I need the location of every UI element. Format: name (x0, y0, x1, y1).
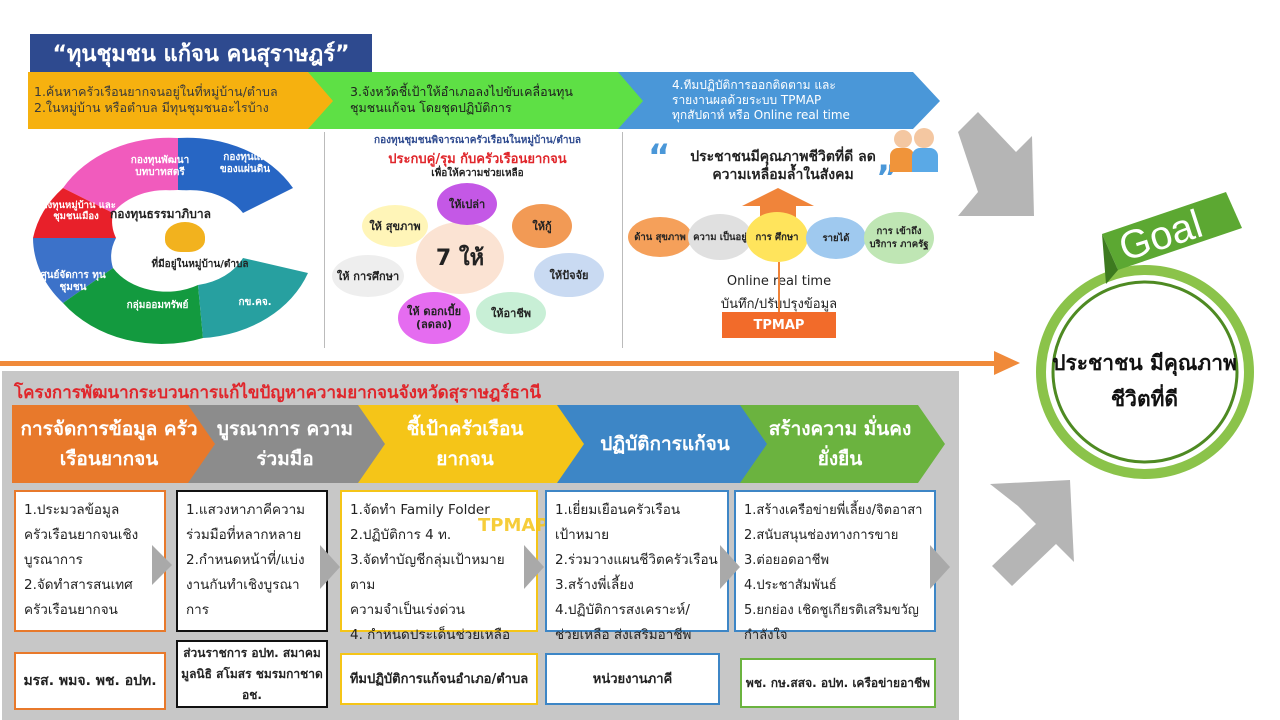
bottom-agencies-5: พช. กษ.สสจ. อปท. เครือข่ายอาชีพ (740, 658, 936, 708)
divider-2 (622, 132, 623, 348)
chevron-sustain: สร้างความ มั่นคง ยั่งยืน (768, 418, 912, 470)
segment-savings-group: กลุ่มออมทรัพย์ (126, 300, 189, 311)
chevron-integration: บูรณาการ ความร่วมมือ (216, 418, 354, 470)
segment-village-fund: กองทุนหมู่บ้าน และชุมชนเมือง (36, 200, 116, 222)
timeline-arrow-line (0, 361, 1000, 366)
bottom-agencies-3: ทีมปฏิบัติการแก้จนอำเภอ/ตำบล (340, 653, 538, 705)
chevron-target: ชี้เป้าครัวเรือน ยากจน (406, 418, 524, 470)
segment-mother-fund: กองทุนแม่ ของแผ่นดิน (219, 152, 271, 175)
grey-arrow-down-right-icon (958, 112, 1034, 216)
card-arrow-1-icon (152, 545, 172, 585)
step1-text: 1.ค้นหาครัวเรือนยากจนอยู่ในที่หมู่บ้าน/ต… (34, 84, 278, 115)
seven-health: ให้ สุขภาพ (362, 205, 428, 247)
seven-head3: เพื่อให้ความช่วยเหลือ (431, 168, 524, 179)
card-arrow-3-icon (524, 545, 544, 589)
goal-emblem (1036, 192, 1254, 479)
seven-head2: ประกบคู่/รุม กับครัวเรือนยากจน (388, 152, 567, 167)
wheel-center-title: กองทุนธรรมาภิบาล (110, 207, 211, 221)
top-steps-arrows (28, 72, 940, 129)
bottom-agencies-4: หน่วยงานภาคี (545, 653, 720, 705)
family-icon (890, 126, 940, 174)
dim-education: การ ศึกษา (746, 212, 808, 262)
project-title: โครงการพัฒนากระบวนการแก้ไขปัญหาความยากจน… (14, 383, 542, 403)
card-data-mgmt: 1.ประมวลข้อมูลครัวเรือนยากจนเชิงบูรณาการ… (14, 490, 166, 632)
tpmap-watermark: TPMAP (478, 515, 549, 536)
card-arrow-4-icon (720, 545, 740, 589)
segment-kkkj: กข.คจ. (238, 297, 272, 308)
dim-income: รายได้ (806, 217, 866, 259)
tpmap-connector (778, 262, 780, 312)
card-arrow-2-icon (320, 545, 340, 589)
seven-career: ให้อาชีพ (476, 292, 546, 334)
step3-text: 4.ทีมปฏิบัติการออกติดตาม และรายงานผลด้วย… (672, 77, 850, 122)
timeline-arrow-head-icon (994, 351, 1020, 375)
divider-1 (324, 132, 325, 348)
dim-living: ความ เป็นอยู่ (688, 214, 752, 260)
seven-factors: ให้ปัจจัย (534, 253, 604, 297)
bottom-agencies-1: มรส. พมจ. พช. อปท. (14, 652, 166, 710)
bottom-agencies-2: ส่วนราชการ อปท. สมาคม มูลนิธิ สโมสร ชมรม… (176, 640, 328, 708)
step2-text: 3.จังหวัดชี้เป้าให้อำเภอลงไปขับเคลื่อนทุ… (350, 84, 573, 115)
seven-free: ให้เปล่า (437, 183, 497, 225)
segment-community-center: ศูนย์จัดการ ทุนชุมชน (40, 270, 106, 293)
process-chevrons (12, 405, 945, 483)
seven-education: ให้ การศึกษา (332, 255, 404, 297)
tpmap-button[interactable]: TPMAP (722, 312, 836, 338)
quote-open-icon: “ (648, 137, 671, 177)
money-bag-icon (165, 222, 205, 252)
card-arrow-5-icon (930, 545, 950, 589)
seven-center: 7 ให้ (416, 222, 504, 294)
dim-health: ด้าน สุขภาพ (628, 217, 692, 257)
dim-gov-access: การ เข้าถึง บริการ ภาครัฐ (864, 212, 934, 264)
step3-arrow-shape (618, 72, 940, 129)
up-arrow-icon (742, 188, 814, 218)
step1-arrow-shape (28, 72, 358, 129)
header-title: “ทุนชุมชน แก้จน คนสุราษฎร์” (30, 34, 372, 72)
seven-loan: ให้กู้ (512, 204, 572, 248)
chevron-action: ปฏิบัติการแก้จน (600, 433, 730, 455)
seven-head1: กองทุนชุมชนพิจารณาครัวเรือนในหมู่บ้าน/ตำ… (374, 135, 581, 146)
chevron-data-mgmt: การจัดการข้อมูล ครัวเรือนยากจน (20, 418, 198, 470)
seven-interest: ให้ ดอกเบี้ย (ลดลง) (398, 292, 470, 344)
quality-quote: ประชาชนมีคุณภาพชีวิตที่ดี ลดความเหลื่อมล… (690, 149, 876, 183)
step2-arrow-shape (308, 72, 663, 129)
goal-text: ประชาชน มีคุณภาพชีวิตที่ดี (1052, 351, 1237, 411)
segment-women-fund: กองทุนพัฒนา บทบาทสตรี (130, 155, 190, 178)
grey-arrow-up-right-icon (990, 480, 1074, 586)
wheel-center-sub: ที่มีอยู่ในหมู่บ้าน/ตำบล (151, 259, 249, 270)
